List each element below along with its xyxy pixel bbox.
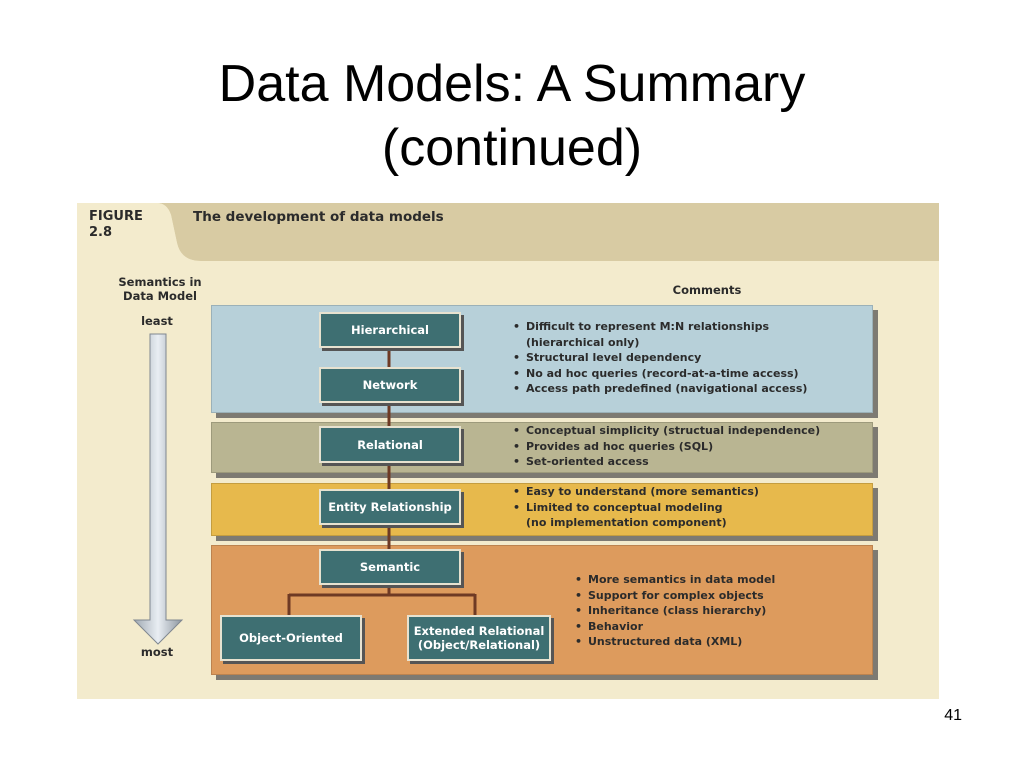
comment-item: Support for complex objects	[575, 588, 775, 604]
node-extended-relational: Extended Relational (Object/Relational)	[407, 615, 551, 661]
node-network-label: Network	[362, 378, 418, 392]
comment-item: Structural level dependency	[513, 350, 807, 366]
comment-item: More semantics in data model	[575, 572, 775, 588]
slide-title-line-1: Data Models: A Summary	[218, 55, 806, 113]
comment-item: Difficult to represent M:N relationships…	[513, 319, 807, 350]
comments-hierarchical-network: Difficult to represent M:N relationships…	[513, 319, 807, 397]
node-relational-label: Relational	[357, 437, 423, 452]
slide-title: Data Models: A Summary (continued)	[0, 52, 1024, 180]
figure-header-band	[77, 203, 939, 261]
figure-label-number: 2.8	[89, 225, 113, 240]
comment-line: Conceptual simplicity (structual indepen…	[526, 424, 821, 437]
comment-line-continued: (hierarchical only)	[526, 335, 640, 349]
comment-item: Set-oriented access	[513, 454, 820, 470]
figure-header-tab	[77, 203, 201, 261]
comments-heading: Comments	[672, 283, 742, 297]
node-hierarchical: Hierarchical	[319, 312, 461, 348]
figure-label-word: FIGURE	[89, 209, 143, 224]
comment-line: Easy to understand (more semantics)	[526, 485, 759, 498]
figure-graphics	[77, 203, 939, 645]
comments-semantic: More semantics in data model Support for…	[575, 572, 775, 650]
comment-line: Access path predefined (navigational acc…	[526, 382, 808, 395]
comment-item: Access path predefined (navigational acc…	[513, 381, 807, 397]
comment-line: Support for complex objects	[588, 588, 764, 602]
comment-item: Provides ad hoc queries (SQL)	[513, 439, 820, 455]
comment-line: Provides ad hoc queries (SQL)	[526, 439, 714, 453]
axis-most-label: most	[140, 645, 174, 659]
node-entity-relationship-label: Entity Relationship	[328, 500, 452, 514]
page-number: 41	[944, 707, 962, 724]
figure-panel: FIGURE 2.8 The development of data model…	[77, 203, 939, 699]
comment-line: Inheritance (class hierarchy)	[588, 604, 767, 617]
node-hierarchical-label: Hierarchical	[351, 323, 429, 337]
node-semantic-label: Semantic	[359, 560, 421, 574]
node-object-oriented-label: Object-Oriented	[239, 631, 343, 645]
comment-item: Limited to conceptual modeling (no implem…	[513, 500, 759, 531]
axis-least-label: least	[141, 314, 173, 328]
node-extended-relational-line-2: (Object/Relational)	[417, 638, 541, 652]
node-extended-relational-line-1: Extended Relational	[413, 624, 545, 638]
node-semantic: Semantic	[319, 549, 461, 585]
comment-line: More semantics in data model	[588, 573, 776, 586]
comment-item: Unstructured data (XML)	[575, 634, 775, 650]
comment-line-continued: (no implementation component)	[526, 516, 727, 529]
comment-item: Inheritance (class hierarchy)	[575, 603, 775, 619]
node-entity-relationship: Entity Relationship	[319, 489, 461, 525]
slide-title-line-2: (continued)	[381, 119, 643, 177]
comments-relational: Conceptual simplicity (structual indepen…	[513, 423, 820, 470]
figure-label: FIGURE 2.8	[89, 209, 143, 241]
comment-item: Conceptual simplicity (structual indepen…	[513, 423, 820, 439]
comment-line: Difficult to represent M:N relationships	[526, 320, 770, 333]
comment-item: Behavior	[575, 619, 775, 635]
semantics-label-line-2: Data Model	[123, 289, 197, 303]
semantics-label-line-1: Semantics in	[118, 275, 202, 289]
comment-line: Structural level dependency	[526, 351, 702, 364]
figure-caption: The development of data models	[193, 209, 444, 225]
semantics-axis-label: Semantics in Data Model	[105, 275, 215, 303]
connector-lines	[287, 345, 477, 617]
node-relational: Relational	[319, 426, 461, 463]
comment-line: Behavior	[588, 619, 644, 633]
comment-line: Limited to conceptual modeling	[526, 500, 723, 514]
comment-item: Easy to understand (more semantics)	[513, 484, 759, 500]
comment-line: No ad hoc queries (record-at-a-time acce…	[526, 366, 799, 380]
comment-item: No ad hoc queries (record-at-a-time acce…	[513, 366, 807, 382]
comments-entity-relationship: Easy to understand (more semantics) Limi…	[513, 484, 759, 531]
semantics-arrow	[132, 333, 184, 645]
comment-line: Unstructured data (XML)	[588, 635, 743, 648]
node-network: Network	[319, 367, 461, 403]
comment-line: Set-oriented access	[526, 455, 649, 468]
node-object-oriented: Object-Oriented	[220, 615, 362, 661]
